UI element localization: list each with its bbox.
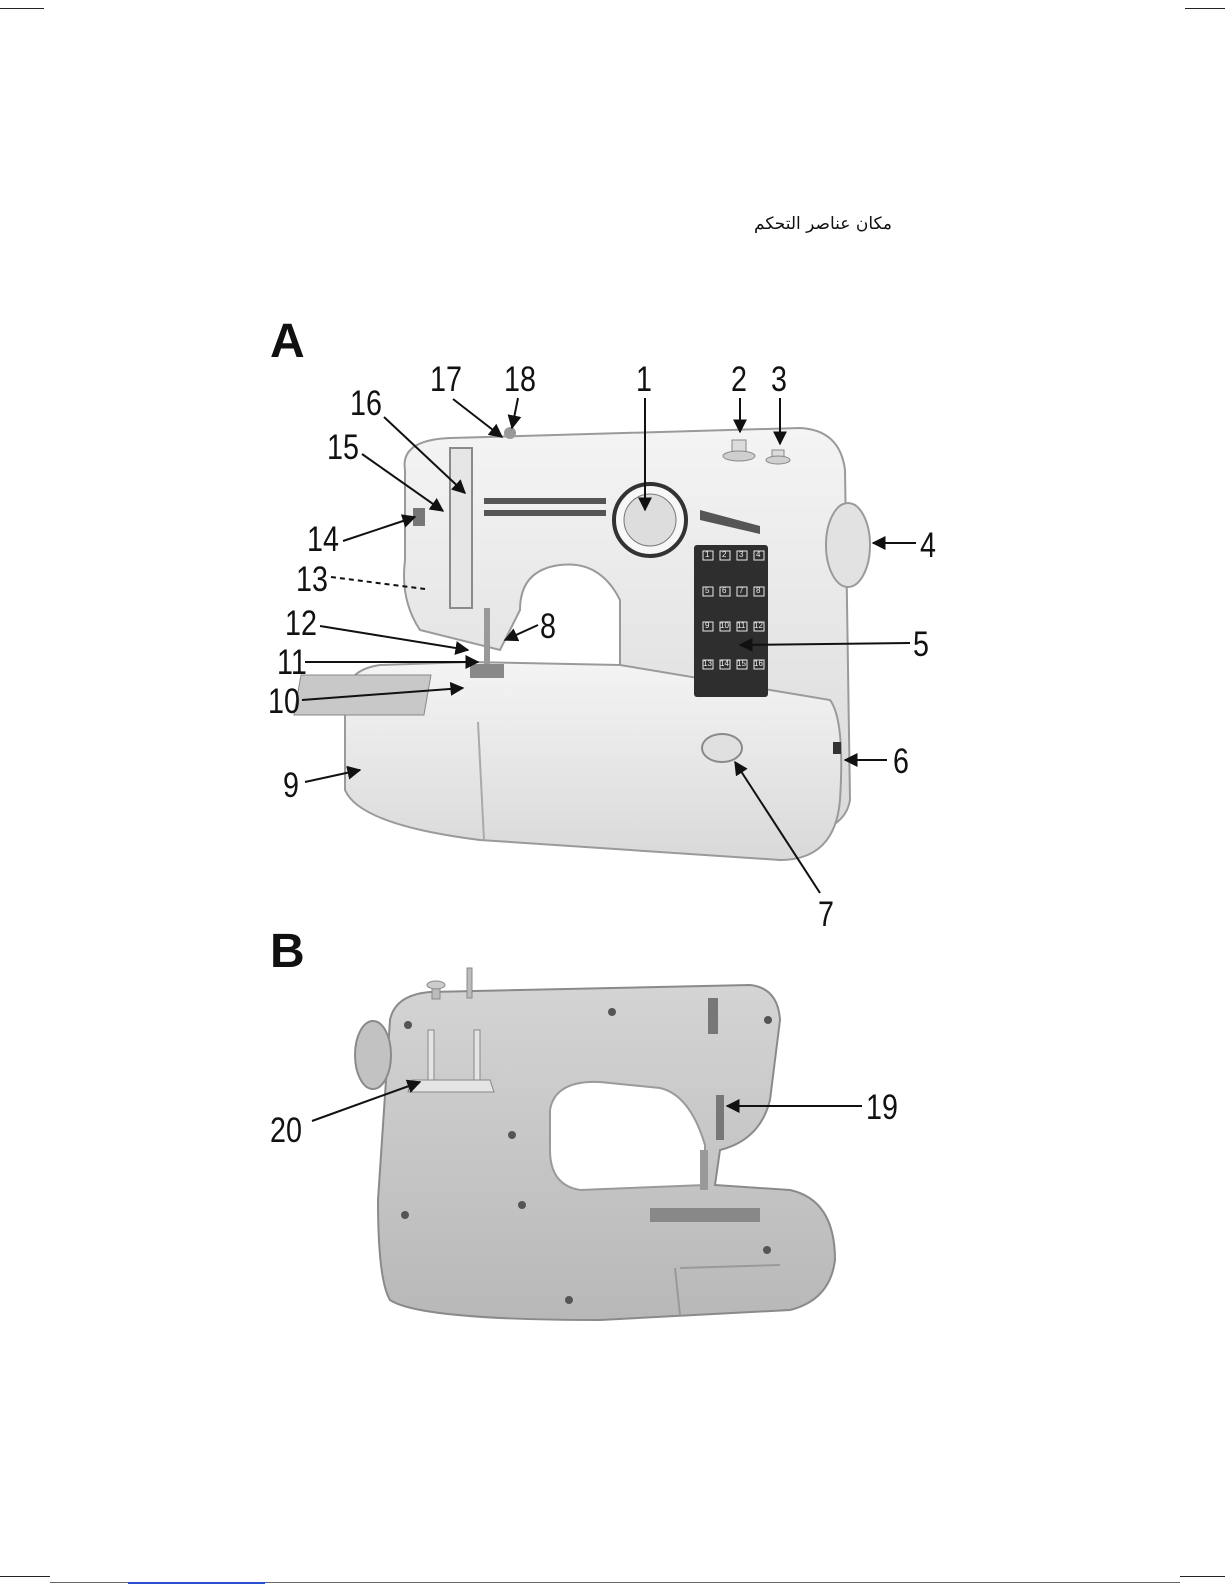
callout-13: 13 <box>296 562 328 597</box>
stitch-number: 13 <box>703 659 712 668</box>
callout-6: 6 <box>893 744 909 779</box>
callout-8: 8 <box>540 609 556 644</box>
stitch-number: 15 <box>737 659 746 668</box>
stitch-number: 6 <box>722 586 726 595</box>
callout-2: 2 <box>731 362 747 397</box>
stitch-number: 1 <box>705 550 709 559</box>
callout-14: 14 <box>307 522 339 557</box>
callout-10: 10 <box>268 684 300 719</box>
callout-12: 12 <box>285 606 317 641</box>
stitch-number: 12 <box>754 621 763 630</box>
stitch-number: 10 <box>720 621 729 630</box>
stitch-number: 2 <box>722 550 726 559</box>
callout-19: 19 <box>866 1090 898 1125</box>
stitch-number: 5 <box>705 586 709 595</box>
stitch-number: 9 <box>705 621 709 630</box>
leader-17 <box>453 399 502 437</box>
callout-9: 9 <box>283 768 299 803</box>
callout-4: 4 <box>920 528 936 563</box>
stitch-number: 8 <box>756 586 760 595</box>
callout-11: 11 <box>277 645 307 680</box>
machine-rear-view <box>355 968 835 1320</box>
callout-5: 5 <box>913 627 929 662</box>
callout-3: 3 <box>771 362 787 397</box>
callout-15: 15 <box>327 430 359 465</box>
stitch-number: 3 <box>739 550 743 559</box>
leader-18 <box>512 398 518 428</box>
callout-1: 1 <box>636 362 652 397</box>
stitch-number: 4 <box>756 550 760 559</box>
callout-7: 7 <box>818 897 834 932</box>
callout-18: 18 <box>504 362 536 397</box>
stitch-number: 14 <box>720 659 729 668</box>
callout-16: 16 <box>350 386 382 421</box>
callout-20: 20 <box>270 1113 302 1148</box>
stitch-number: 16 <box>754 659 763 668</box>
stitch-number: 11 <box>737 621 745 630</box>
stitch-number: 7 <box>739 586 743 595</box>
figure-b-letter: B <box>270 928 305 976</box>
callout-17: 17 <box>430 362 462 397</box>
